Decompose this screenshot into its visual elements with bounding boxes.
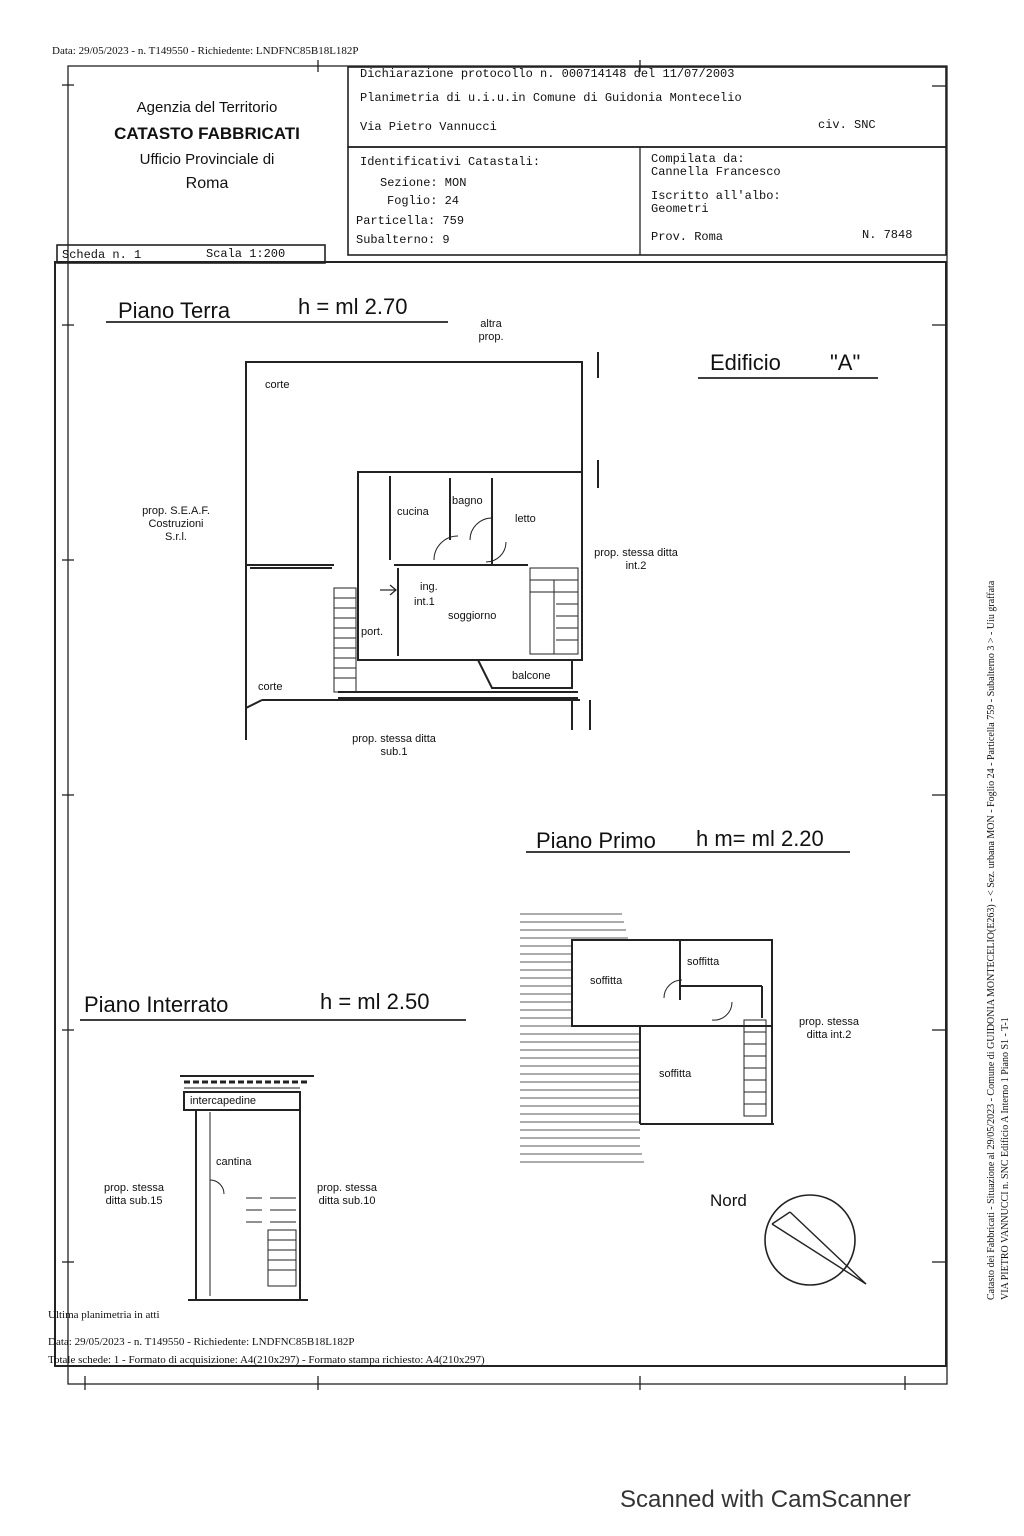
agency-name: Agenzia del Territorio [136, 99, 278, 116]
piano-terra-height: h = ml 2.70 [298, 294, 408, 319]
top-data-line: Data: 29/05/2023 - n. T149550 - Richiede… [52, 45, 359, 57]
footer-data-line: Data: 29/05/2023 - n. T149550 - Richiede… [48, 1336, 355, 1348]
room-cantina: cantina [216, 1156, 252, 1168]
drawing-frame [54, 261, 947, 1367]
civico-line: civ. SNC [818, 118, 876, 132]
particella-field: Particella: 759 [356, 214, 465, 228]
room-corte-bottom: corte [258, 681, 283, 693]
dichiarazione-line: Dichiarazione protocollo n. 000714148 de… [360, 67, 735, 81]
piano-primo-height: h m= ml 2.20 [696, 826, 824, 851]
room-intercapedine: intercapedine [190, 1095, 257, 1107]
compilata-label: Compilata da: [651, 152, 745, 166]
room-port: port. [361, 626, 384, 638]
north-compass [764, 1194, 867, 1286]
room-cucina: cucina [397, 506, 429, 518]
subalterno-field: Subalterno: 9 [356, 233, 450, 247]
header-box-identificativi [347, 146, 947, 256]
room-int: int.1 [414, 596, 435, 608]
room-balcone: balcone [512, 670, 551, 682]
foglio-field: Foglio: 24 [387, 194, 460, 208]
ultima-planimetria: Ultima planimetria in atti [48, 1309, 160, 1321]
numero-albo: N. 7848 [862, 228, 913, 242]
room-soffitta-2: soffitta [687, 956, 720, 968]
piano-primo-plan [520, 913, 774, 1163]
iscritto-value: Geometri [651, 202, 709, 216]
room-letto: letto [515, 513, 536, 525]
compilata-name: Cannella Francesco [651, 165, 781, 179]
prop-sub1-label: prop. stessa ditta sub.1 [352, 733, 436, 759]
piano-interrato-height: h = ml 2.50 [320, 989, 430, 1014]
side-text-line1: Catasto dei Fabbricati - Situazione al 2… [986, 580, 997, 1300]
identificativi-title: Identificativi Catastali: [360, 155, 541, 169]
prop-seaf-label: prop. S.E.A.F. Costruzioni S.r.l. [142, 505, 210, 544]
room-soggiorno: soggiorno [448, 610, 497, 622]
ufficio-label: Ufficio Provinciale di [139, 151, 275, 168]
prop-sub15-label: prop. stessa ditta sub.15 [104, 1182, 164, 1208]
piano-interrato-plan [180, 1075, 314, 1301]
footer-totale-line: Totale schede: 1 - Formato di acquisizio… [48, 1354, 485, 1366]
altra-prop-label: altra prop. [478, 318, 504, 344]
side-text-line2: VIA PIETRO VANNUCCI n. SNC Edificio A In… [999, 1017, 1011, 1300]
prop-int2-primo-label: prop. stessa ditta int.2 [799, 1016, 859, 1042]
via-line: Via Pietro Vannucci [360, 120, 497, 134]
sezione-field: Sezione: MON [380, 176, 467, 190]
side-vertical-text: Catasto dei Fabbricati - Situazione al 2… [985, 581, 1012, 1300]
scheda-box [56, 244, 326, 264]
nord-label: Nord [710, 1191, 747, 1210]
roma-label: Roma [185, 175, 229, 192]
piano-terra-title: Piano Terra [118, 298, 231, 323]
room-corte-top: corte [265, 379, 290, 391]
room-soffitta-3: soffitta [659, 1068, 692, 1080]
planimetria-line: Planimetria di u.i.u.in Comune di Guidon… [360, 91, 742, 105]
edificio-value: "A" [830, 350, 861, 375]
room-bagno: bagno [452, 495, 483, 507]
room-soffitta-1: soffitta [590, 975, 623, 987]
prop-int2-terra-label: prop. stessa ditta int.2 [594, 547, 678, 573]
edificio-label: Edificio [710, 350, 781, 375]
scala-label: Scala 1:200 [206, 247, 286, 261]
catasto-title: CATASTO FABBRICATI [114, 124, 300, 143]
room-ing: ing. [420, 581, 438, 593]
piano-terra-plan [245, 352, 599, 740]
piano-interrato-title: Piano Interrato [84, 992, 229, 1017]
prov-field: Prov. Roma [651, 230, 724, 244]
scheda-label: Scheda n. 1 [62, 248, 142, 262]
camscanner-watermark: Scanned with CamScanner [620, 1486, 911, 1513]
piano-primo-title: Piano Primo [536, 828, 656, 853]
prop-sub10-label: prop. stessa ditta sub.10 [317, 1182, 377, 1208]
iscritto-label: Iscritto all'albo: [651, 189, 781, 203]
